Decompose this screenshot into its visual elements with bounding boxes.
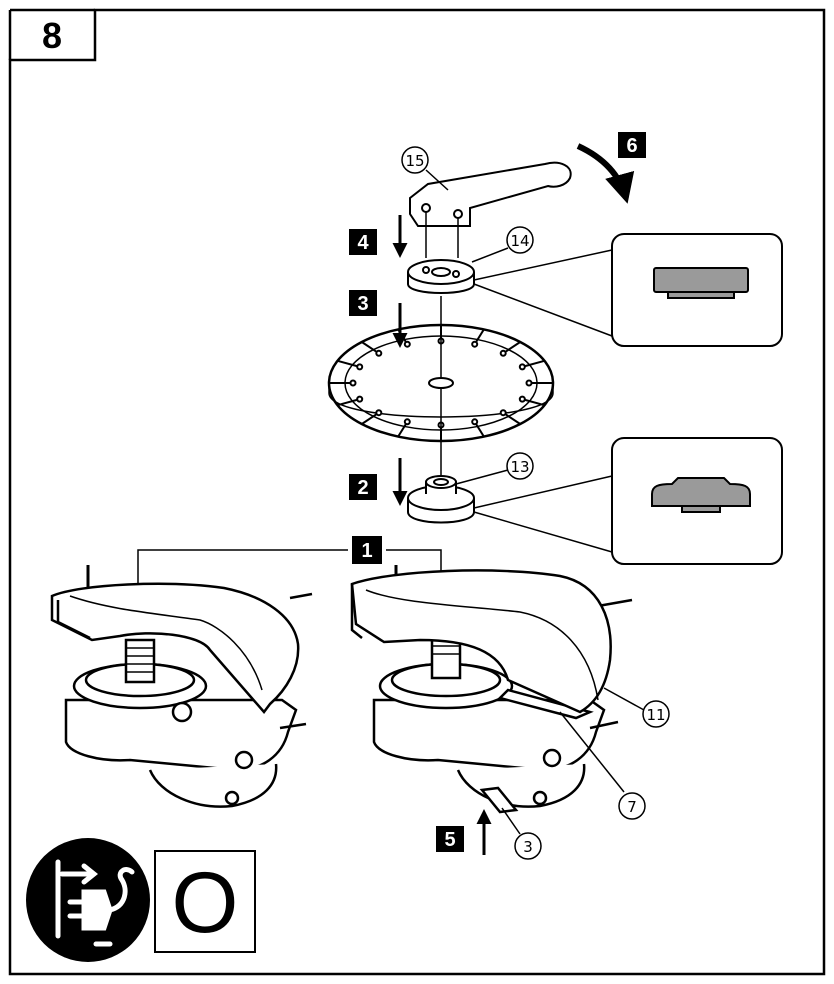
wheel-slot-end [375,349,383,357]
wheel-slot-end [471,340,479,348]
guard-callout: 11 [603,687,670,728]
label-wrench: 15 [405,152,424,170]
step-6-arrow [576,143,635,204]
figure-number: 8 [42,15,62,56]
wheel-slot [522,359,545,368]
inner-flange [407,475,475,524]
wheel-slot-end [356,363,364,371]
label-spindle-lock: 3 [523,838,533,856]
wheel-slot [337,359,360,368]
step-badges: 4 3 2 1 6 5 [349,132,646,852]
wheel-slot-end [349,379,357,387]
svg-text:4: 4 [357,232,369,254]
wheel-slot-end [518,395,526,403]
figure-frame [8,8,826,976]
wheel-slot-end [356,395,364,403]
wheel-slot [522,398,545,407]
wheel-slot-end [518,363,526,371]
label-inner-flange: 13 [510,458,529,476]
svg-text:5: 5 [444,829,455,851]
step-badge-4: 4 [349,229,377,255]
outer-flange-detail [473,233,783,347]
wheel-slot-end [499,349,507,357]
inner-flange-detail [473,437,783,565]
label-lever: 7 [627,798,637,816]
label-guard: 11 [646,706,665,724]
off-symbol: O [172,855,239,951]
wheel-slot-end [403,340,411,348]
wheel-slot-end [525,379,533,387]
lever-callout: 7 [559,711,646,820]
wheel-slot-end [403,418,411,426]
wheel-slot [337,398,360,407]
wrench [409,161,572,258]
spindle-lock-callout: 3 [501,807,542,860]
outer-flange-callout: 14 [471,226,534,263]
step-badge-1: 1 [352,536,382,564]
wrench-callout: 15 [401,146,449,191]
inner-flange-callout: 13 [455,452,534,485]
label-outer-flange: 14 [510,232,529,250]
svg-text:3: 3 [357,293,368,315]
svg-text:6: 6 [626,135,637,157]
svg-text:1: 1 [361,540,372,562]
switch-off-indicator: O [154,850,256,953]
wheel-slot-end [375,409,383,417]
wheel-slot-end [471,418,479,426]
grinder-right [350,569,633,814]
grinder-left [50,582,313,808]
step-badge-5: 5 [436,826,464,852]
step-badge-3: 3 [349,290,377,316]
step-badge-6: 6 [618,132,646,158]
outer-flange [407,259,475,294]
step-badge-2: 2 [349,474,377,500]
wheel-slot-end [499,409,507,417]
svg-text:2: 2 [357,477,368,499]
unplug-power-cord-icon [26,838,150,962]
